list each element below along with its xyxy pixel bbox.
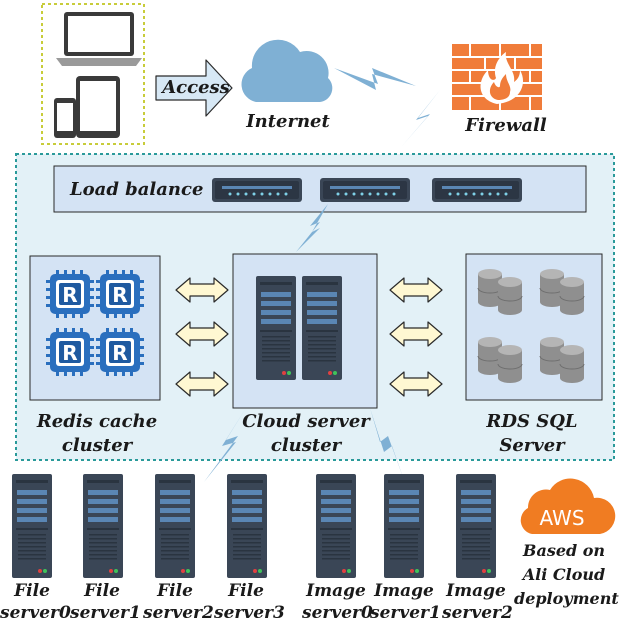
file-server-label-line1: File <box>228 581 264 601</box>
image-server-label-line2: server2 <box>442 603 513 623</box>
rds-panel <box>465 253 603 401</box>
file-server-label-line2: server2 <box>143 603 214 623</box>
file-server-label-line1: File <box>84 581 120 601</box>
redis-label-line2: cluster <box>61 435 133 456</box>
svg-text:R: R <box>62 283 77 307</box>
deployment-note-line2: Ali Cloud <box>522 565 606 584</box>
rds-label-line1: RDS SQL <box>486 411 578 432</box>
file-server-label-line1: File <box>14 581 50 601</box>
image-server-label-line1: Image <box>374 581 434 601</box>
image-server-label-line2: server1 <box>370 603 441 623</box>
bolt-firewall-cluster <box>402 90 440 146</box>
svg-text:R: R <box>62 341 77 365</box>
image-server-icon <box>316 474 356 578</box>
file-server-icon <box>83 474 123 578</box>
cloud-server-label-line1: Cloud server <box>242 411 370 432</box>
access-label: Access <box>162 77 230 98</box>
server-rack-icon <box>256 276 296 380</box>
firewall-label: Firewall <box>465 115 547 136</box>
file-server-label-line2: server3 <box>214 603 285 623</box>
deployment-note-line1: Based on <box>522 541 606 560</box>
file-server-icon <box>227 474 267 578</box>
client-devices <box>41 3 145 145</box>
file-server-icon <box>155 474 195 578</box>
file-server-label-line2: server0 <box>0 603 71 623</box>
cloud-server-panel <box>232 253 378 409</box>
redis-chip-icon: R <box>96 270 144 318</box>
image-server-icon <box>456 474 496 578</box>
image-server-label-line1: Image <box>446 581 506 601</box>
tablet-icon <box>76 76 120 138</box>
svg-text:R: R <box>112 341 127 365</box>
switch-icon <box>212 178 302 202</box>
redis-chip-icon: R <box>46 270 94 318</box>
switch-icon <box>432 178 522 202</box>
file-server-icon <box>12 474 52 578</box>
firewall-icon <box>452 44 542 110</box>
access-arrow <box>155 59 233 117</box>
redis-panel: R R R R <box>29 255 161 401</box>
image-server-label-line2: server0 <box>302 603 373 623</box>
cloud-server-label-line2: cluster <box>270 435 342 456</box>
phone-icon <box>54 98 76 138</box>
laptop-icon <box>56 12 142 66</box>
internet-label: Internet <box>246 111 330 132</box>
bolt-cluster-image-server <box>370 408 404 480</box>
file-server-label-line2: server1 <box>70 603 141 623</box>
svg-text:R: R <box>112 283 127 307</box>
bolt-cluster-file-server <box>204 408 246 482</box>
redis-chip-icon: R <box>96 328 144 376</box>
bolt-internet-firewall <box>334 68 416 90</box>
load-balance-panel <box>53 165 587 213</box>
file-server-label-line1: File <box>157 581 193 601</box>
image-server-icon <box>384 474 424 578</box>
aws-cloud-icon: AWS <box>520 478 616 534</box>
svg-text:AWS: AWS <box>539 506 584 530</box>
deployment-note-line3: deployment <box>514 589 619 608</box>
switch-icon <box>320 178 410 202</box>
image-server-label-line1: Image <box>306 581 366 601</box>
server-rack-icon <box>302 276 342 380</box>
redis-label-line1: Redis cache <box>36 411 158 432</box>
rds-label-line2: Server <box>499 435 565 456</box>
bolt-lb-server <box>296 204 328 252</box>
cloud-icon <box>241 39 333 102</box>
redis-chip-icon: R <box>46 328 94 376</box>
load-balance-label: Load balance <box>70 179 204 200</box>
